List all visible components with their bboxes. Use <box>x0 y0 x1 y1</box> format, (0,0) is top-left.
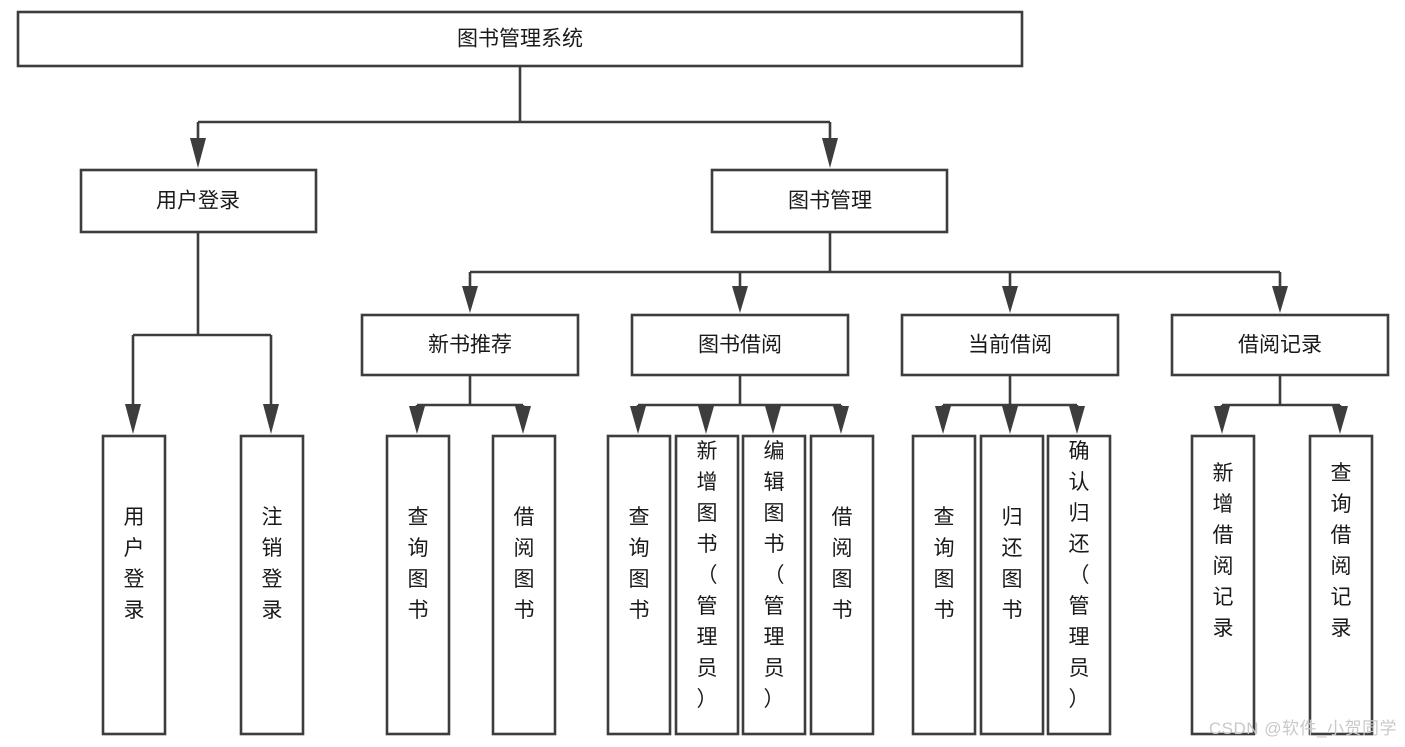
arrow-head-icon <box>765 406 781 434</box>
arrow-head-icon <box>1002 406 1018 434</box>
leaf-user-login-logout-box[interactable] <box>239 434 305 736</box>
node-root[interactable]: 图书管理系统 <box>16 10 1024 68</box>
node-root-box[interactable] <box>16 10 1024 68</box>
leaf-borrow-borrow-book[interactable]: 借阅图书 <box>809 434 875 736</box>
arrow-head-icon <box>1214 406 1230 434</box>
leaf-current-confirm-return-box[interactable] <box>1046 434 1112 736</box>
node-book-borrow-box[interactable] <box>630 313 850 377</box>
node-new-book-recommend-label: 新书推荐 <box>428 334 512 357</box>
leaf-borrow-query-label: 查询图书 <box>629 506 650 622</box>
arrow-head-icon <box>833 406 849 434</box>
leaf-borrow-add-book-box[interactable] <box>674 434 740 736</box>
leaf-record-query-label: 查询借阅记录 <box>1331 462 1352 640</box>
node-root-label: 图书管理系统 <box>457 28 583 51</box>
node-book-management[interactable]: 图书管理 <box>710 168 949 234</box>
arrow-head-icon <box>935 406 951 434</box>
leaf-new-book-query[interactable]: 查询图书 <box>385 434 451 736</box>
leaf-borrow-add-book[interactable]: 新增图书（管理员） <box>674 434 740 736</box>
leaf-new-book-borrow-box[interactable] <box>491 434 557 736</box>
leaf-current-query[interactable]: 查询图书 <box>911 434 977 736</box>
node-book-borrow[interactable]: 图书借阅 <box>630 313 850 377</box>
leaf-borrow-edit-book-label: 编辑图书（管理员） <box>764 440 785 711</box>
node-new-book-recommend-box[interactable] <box>360 313 580 377</box>
leaf-user-login-login[interactable]: 用户登录 <box>101 434 167 736</box>
arrow-head-icon <box>630 406 646 434</box>
node-book-management-box[interactable] <box>710 168 949 234</box>
node-user-login[interactable]: 用户登录 <box>79 168 318 234</box>
arrow-head-icon <box>1069 406 1085 434</box>
leaf-borrow-borrow-book-box[interactable] <box>809 434 875 736</box>
leaf-record-add-label: 新增借阅记录 <box>1213 462 1234 640</box>
leaf-borrow-borrow-book-label: 借阅图书 <box>832 506 853 622</box>
leaf-current-return-box[interactable] <box>979 434 1045 736</box>
leaf-user-login-logout-label: 注销登录 <box>262 506 283 622</box>
node-current-borrow[interactable]: 当前借阅 <box>900 313 1120 377</box>
leaf-current-return-label: 归还图书 <box>1002 506 1023 622</box>
arrow-head-icon <box>1272 286 1288 313</box>
leaf-current-query-label: 查询图书 <box>934 506 955 622</box>
leaf-current-query-box[interactable] <box>911 434 977 736</box>
leaf-borrow-add-book-label: 新增图书（管理员） <box>697 440 718 711</box>
leaf-record-add-box[interactable] <box>1190 434 1256 736</box>
leaf-new-book-borrow[interactable]: 借阅图书 <box>491 434 557 736</box>
node-user-login-box[interactable] <box>79 168 318 234</box>
leaf-record-query[interactable]: 查询借阅记录 <box>1308 434 1374 736</box>
arrow-head-icon <box>409 406 425 434</box>
arrow-head-icon <box>822 138 838 168</box>
leaf-borrow-edit-book-box[interactable] <box>741 434 807 736</box>
node-borrow-record-box[interactable] <box>1170 313 1390 377</box>
leaf-current-return[interactable]: 归还图书 <box>979 434 1045 736</box>
arrow-head-icon <box>1332 406 1348 434</box>
node-book-borrow-label: 图书借阅 <box>698 334 782 357</box>
leaf-new-book-borrow-label: 借阅图书 <box>514 506 535 622</box>
node-new-book-recommend[interactable]: 新书推荐 <box>360 313 580 377</box>
leaf-borrow-query-box[interactable] <box>606 434 672 736</box>
leaf-current-confirm-return[interactable]: 确认归还（管理员） <box>1046 434 1112 736</box>
csdn-watermark: CSDN @软件_小贺同学 <box>1208 719 1397 738</box>
leaf-record-add[interactable]: 新增借阅记录 <box>1190 434 1256 736</box>
leaf-new-book-query-label: 查询图书 <box>408 506 429 622</box>
leaf-user-login-logout[interactable]: 注销登录 <box>239 434 305 736</box>
leaf-user-login-login-box[interactable] <box>101 434 167 736</box>
arrow-head-icon <box>125 404 141 434</box>
arrow-head-icon <box>1002 286 1018 313</box>
leaf-borrow-edit-book[interactable]: 编辑图书（管理员） <box>741 434 807 736</box>
arrow-head-icon <box>515 406 531 434</box>
leaf-current-confirm-return-label: 确认归还（管理员） <box>1069 440 1090 711</box>
leaf-borrow-query[interactable]: 查询图书 <box>606 434 672 736</box>
node-current-borrow-label: 当前借阅 <box>968 334 1052 357</box>
leaf-record-query-box[interactable] <box>1308 434 1374 736</box>
node-current-borrow-box[interactable] <box>900 313 1120 377</box>
connector-layer <box>125 66 1348 434</box>
arrow-head-icon <box>698 406 714 434</box>
node-borrow-record[interactable]: 借阅记录 <box>1170 313 1390 377</box>
arrow-head-icon <box>732 286 748 313</box>
node-user-login-label: 用户登录 <box>156 190 240 213</box>
node-borrow-record-label: 借阅记录 <box>1238 334 1322 357</box>
leaf-new-book-query-box[interactable] <box>385 434 451 736</box>
arrow-head-icon <box>190 138 206 168</box>
node-book-management-label: 图书管理 <box>788 190 872 213</box>
leaf-user-login-login-label: 用户登录 <box>124 506 145 622</box>
arrow-head-icon <box>462 286 478 313</box>
arrow-head-icon <box>263 404 279 434</box>
